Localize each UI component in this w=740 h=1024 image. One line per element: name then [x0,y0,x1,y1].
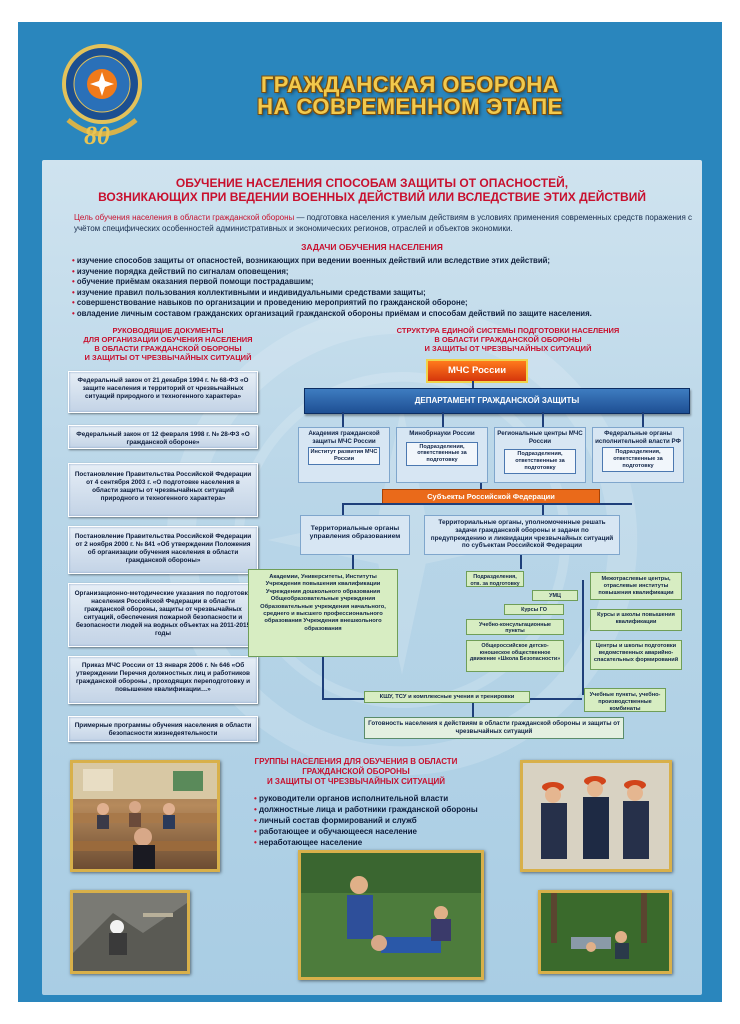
connector [322,657,324,700]
forest-training-photo [538,890,672,974]
connector [480,483,482,489]
school-safety-box: Общероссийское детско-юношеское обществе… [466,640,564,672]
tasks-list: изучение способов защиты от опасностей, … [72,256,692,319]
document-item: Примерные программы обучения населения в… [68,716,258,742]
connector [542,412,544,428]
federal-organs-box: Федеральные органы исполнительной власти… [592,427,684,483]
task-item: обучение приёмам оказания первой помощи … [72,277,692,288]
department-box: ДЕПАРТАМЕНТ ГРАЖДАНСКОЙ ЗАЩИТЫ [304,388,690,414]
first-aid-photo [298,850,484,980]
kursy-go-box: Курсы ГО [504,604,564,615]
umc-box: УМЦ [532,590,578,601]
regional-centers-box: Региональные центры МЧС России Подраздел… [494,427,586,483]
group-item: личный состав формирований и служб [254,815,478,826]
document-item: Постановление Правительства Российской Ф… [68,526,258,574]
aim-text: Цель обучения населения в области гражда… [74,213,692,233]
connector [342,412,344,428]
content-panel: ОБУЧЕНИЕ НАСЕЛЕНИЯ СПОСОБАМ ЗАЩИТЫ ОТ ОП… [42,160,702,995]
main-heading: ОБУЧЕНИЕ НАСЕЛЕНИЯ СПОСОБАМ ЗАЩИТЫ ОТ ОП… [98,176,646,204]
connector [342,503,632,505]
subdivision-box: Подразделения, ответственные за подготов… [504,449,576,474]
centers-box: Центры и школы подготовки ведомственных … [590,640,682,670]
rescue-training-photo [70,890,190,974]
cadets-photo-image [523,763,669,869]
title-line-2: НА СОВРЕМЕННОМ ЭТАПЕ [257,94,563,119]
connector [472,703,474,717]
readiness-box: Готовность населения к действиям в облас… [364,717,624,739]
task-item: изучение порядка действий по сигналам оп… [72,267,692,278]
academies-box: Академии, Университеты, Институты Учрежд… [248,569,398,657]
territorial-go-box: Территориальные органы, уполномоченные р… [424,515,620,555]
academy-box: Академия гражданской защиты МЧС России И… [298,427,390,483]
kshu-box: КШУ, ТСУ и комплексные учения и трениров… [364,691,530,703]
connector [342,503,344,515]
task-item: изучение правил пользования коллективным… [72,288,692,299]
document-item: Постановление Правительства Российской Ф… [68,463,258,517]
task-item: совершенствование навыков по организации… [72,298,692,309]
document-item: Федеральный закон от 21 декабря 1994 г. … [68,371,258,413]
mchs-box: МЧС России [426,359,528,383]
connector [442,412,444,428]
rescue-training-photo-image [73,893,187,971]
document-item: Организационно-методические указания по … [68,583,258,647]
groups-list: руководители органов исполнительной влас… [254,793,478,848]
uch-punkty-box: Учебные пункты, учебно-производственные … [584,688,666,712]
group-item: работающее и обучающееся население [254,826,478,837]
group-item: руководители органов исполнительной влас… [254,793,478,804]
kursy-school-box: Курсы и школы повышения квалификации [590,609,682,631]
connector [472,381,474,388]
task-item: овладение личным составом гражданских ор… [72,309,692,320]
structure-heading: СТРУКТУРА ЕДИНОЙ СИСТЕМЫ ПОДГОТОВКИ НАСЕ… [396,326,620,353]
connector [542,503,544,515]
cadets-photo [520,760,672,872]
connector [582,580,584,695]
classroom-photo [70,760,220,872]
mchs-emblem-icon: 80 [62,44,142,150]
first-aid-photo-image [301,853,481,977]
ucp-box: Учебно-консультационные пункты [466,619,564,635]
institute-box: Институт развития МЧС России [308,447,380,465]
subdivision-box: Подразделения, ответственные за подготов… [602,447,674,472]
page-title: ГРАЖДАНСКАЯ ОБОРОНА НА СОВРЕМЕННОМ ЭТАПЕ [190,74,630,118]
connector [642,412,644,428]
document-item: Федеральный закон от 12 февраля 1998 г. … [68,425,258,449]
classroom-photo-image [73,763,217,869]
tasks-heading: ЗАДАЧИ ОБУЧЕНИЯ НАСЕЛЕНИЯ [301,242,443,252]
connector [352,555,354,569]
group-item: неработающее население [254,837,478,848]
connector [520,555,522,569]
podrazd-box: Подразделения, отв. за подготовку [466,571,524,587]
groups-heading: ГРУППЫ НАСЕЛЕНИЯ ДЛЯ ОБУЧЕНИЯ В ОБЛАСТИ … [254,757,458,786]
document-item: Приказ МЧС России от 13 января 2006 г. №… [68,656,258,704]
task-item: изучение способов защиты от опасностей, … [72,256,692,267]
documents-heading: РУКОВОДЯЩИЕ ДОКУМЕНТЫ ДЛЯ ОРГАНИЗАЦИИ ОБ… [83,326,253,362]
minobr-box: Минобрнауки России Подразделения, ответс… [396,427,488,483]
emblem-number: 80 [84,121,110,150]
forest-training-photo-image [541,893,669,971]
group-item: должностные лица и работники гражданской… [254,804,478,815]
title-line-1: ГРАЖДАНСКАЯ ОБОРОНА [260,72,560,97]
territorial-education-box: Территориальные органы управления образо… [300,515,410,555]
subdivision-box: Подразделения, ответственные за подготов… [406,441,478,466]
mezh-centers-box: Межотраслевые центры, отраслевые институ… [590,572,682,600]
